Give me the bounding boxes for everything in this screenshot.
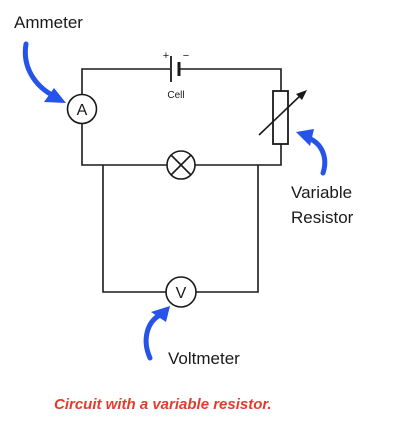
ammeter-label: Ammeter (14, 13, 83, 32)
resistor-variable-arrowhead (296, 90, 307, 100)
voltmeter-arrowhead (151, 306, 170, 322)
ammeter-pointer-arrow (22, 41, 66, 103)
variable-resistor-label-line2: Resistor (291, 208, 354, 227)
voltmeter-symbol: V (165, 276, 197, 308)
voltmeter-arrow-curve (143, 312, 163, 361)
ammeter-circle (66, 93, 98, 125)
left-lower-wire (81, 124, 167, 166)
ammeter-arrowhead (44, 88, 66, 103)
top-left-wire (81, 68, 170, 95)
voltmeter-left-wire (102, 165, 166, 293)
variable-resistor-label-line1: Variable (291, 183, 352, 202)
voltmeter-right-wire (196, 165, 259, 293)
lamp-cross-line-b (170, 154, 192, 176)
voltmeter-pointer-arrow (143, 306, 170, 361)
ammeter-symbol-letter: A (77, 102, 88, 119)
top-right-wire (180, 68, 282, 91)
ammeter-symbol: A (66, 93, 98, 125)
lamp-symbol (166, 150, 196, 180)
variable-resistor-symbol (258, 90, 307, 145)
resistor-arrowhead (296, 129, 314, 146)
ammeter-arrow-curve (22, 41, 55, 98)
resistor-body (272, 90, 289, 145)
resistor-pointer-arrow (296, 129, 328, 176)
voltmeter-circle (165, 276, 197, 308)
resistor-variable-arrow-line (258, 93, 303, 136)
voltmeter-symbol-letter: V (176, 285, 187, 302)
cell-minus-sign: − (183, 50, 189, 62)
circuit-wires (81, 68, 282, 293)
cell-label: Cell (167, 90, 184, 101)
cell-symbol: + − Cell (163, 50, 189, 101)
cell-plus-sign: + (163, 50, 169, 62)
voltmeter-label: Voltmeter (168, 349, 240, 368)
right-lower-wire (195, 144, 282, 166)
figure-caption: Circuit with a variable resistor. (54, 396, 272, 413)
